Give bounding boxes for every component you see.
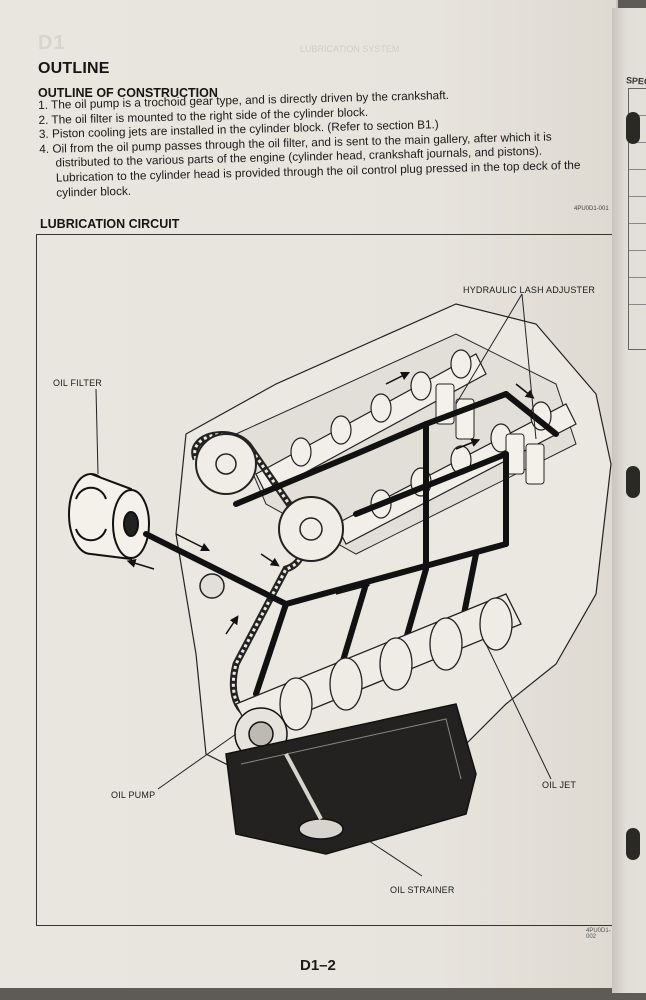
construction-list: 1. The oil pump is a trochoid gear type,… xyxy=(38,84,620,200)
binder-hole xyxy=(626,112,640,144)
bleed-through-header: LUBRICATION SYSTEM xyxy=(300,44,400,54)
binder-hole xyxy=(626,466,640,498)
next-page-heading: SPEC xyxy=(625,75,646,87)
oil-jet-label: OIL JET xyxy=(542,780,577,790)
outline-title: OUTLINE xyxy=(38,60,110,77)
bleed-through-section: D1 xyxy=(38,32,66,54)
document-reference: 4PU0D1-001 xyxy=(574,206,609,212)
oil-filter-label: OIL FILTER xyxy=(53,378,103,388)
manual-page: D1 LUBRICATION SYSTEM OUTLINE OUTLINE OF… xyxy=(0,0,618,988)
figure-reference: 4PU0D1-002 xyxy=(586,928,611,940)
lubrication-circuit-title: LUBRICATION CIRCUIT xyxy=(40,217,180,231)
binder-hole xyxy=(626,828,640,860)
oil-pump-label: OIL PUMP xyxy=(111,790,156,800)
hydraulic-lash-adjuster-label: HYDRAULIC LASH ADJUSTER xyxy=(463,285,596,295)
page-number: D1–2 xyxy=(300,957,336,974)
engine-lubrication-diagram xyxy=(68,293,612,877)
construction-subtitle: OUTLINE OF CONSTRUCTION xyxy=(38,86,218,100)
oil-strainer-label: OIL STRAINER xyxy=(390,885,455,895)
